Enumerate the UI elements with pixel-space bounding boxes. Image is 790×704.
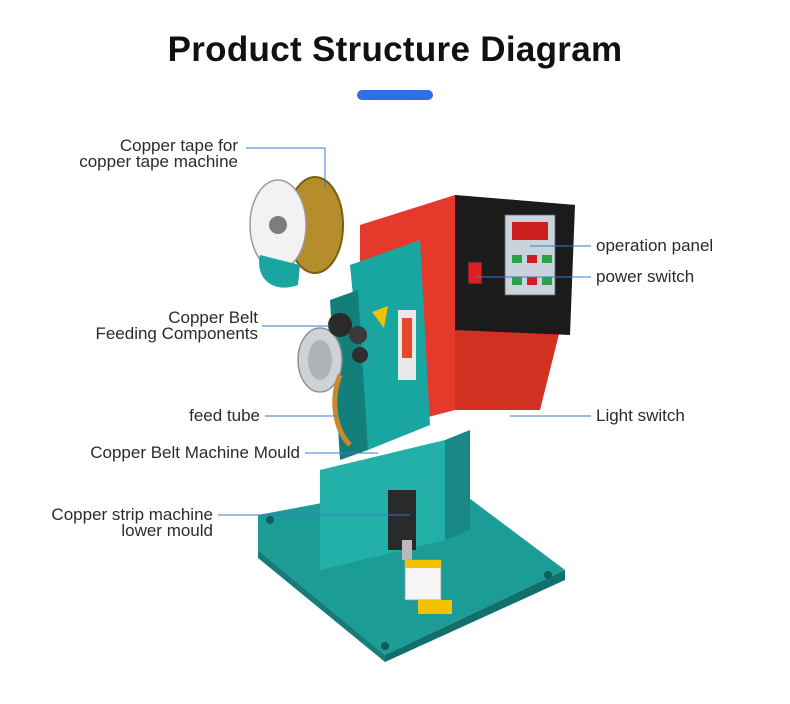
- label-lower-mould-line1: Copper strip machine: [51, 505, 213, 524]
- motor: [297, 327, 343, 393]
- title-accent-bar: [357, 90, 433, 100]
- label-power-switch: power switch: [596, 267, 695, 286]
- feed-tube-part: [332, 374, 352, 447]
- label-copper-tape-line2: copper tape machine: [79, 152, 238, 171]
- label-mould: Copper Belt Machine Mould: [90, 443, 300, 462]
- copper-tape-spool: [249, 176, 344, 288]
- label-belt-feeding: Copper Belt Feeding Components: [40, 308, 258, 343]
- lower-mould-part: [388, 490, 416, 560]
- warning-sticker: [404, 559, 452, 614]
- label-lower-mould: Copper strip machine lower mould: [10, 505, 213, 540]
- label-copper-tape-line1: Copper tape for: [119, 136, 238, 155]
- label-feed-tube: feed tube: [189, 406, 260, 425]
- page-title: Product Structure Diagram: [167, 30, 623, 69]
- label-operation-panel: operation panel: [596, 236, 714, 255]
- feeding-rollers: [328, 313, 368, 363]
- leader-lines: [218, 147, 591, 516]
- label-belt-feeding-line2: Feeding Components: [95, 324, 258, 343]
- label-copper-tape: Copper tape for copper tape machine: [40, 136, 238, 171]
- teal-front-body: [330, 240, 430, 460]
- label-light-switch: Light switch: [596, 406, 685, 425]
- control-panel: [467, 214, 556, 296]
- label-lower-mould-line2: lower mould: [121, 521, 213, 540]
- label-belt-feeding-line1: Copper Belt: [168, 308, 258, 327]
